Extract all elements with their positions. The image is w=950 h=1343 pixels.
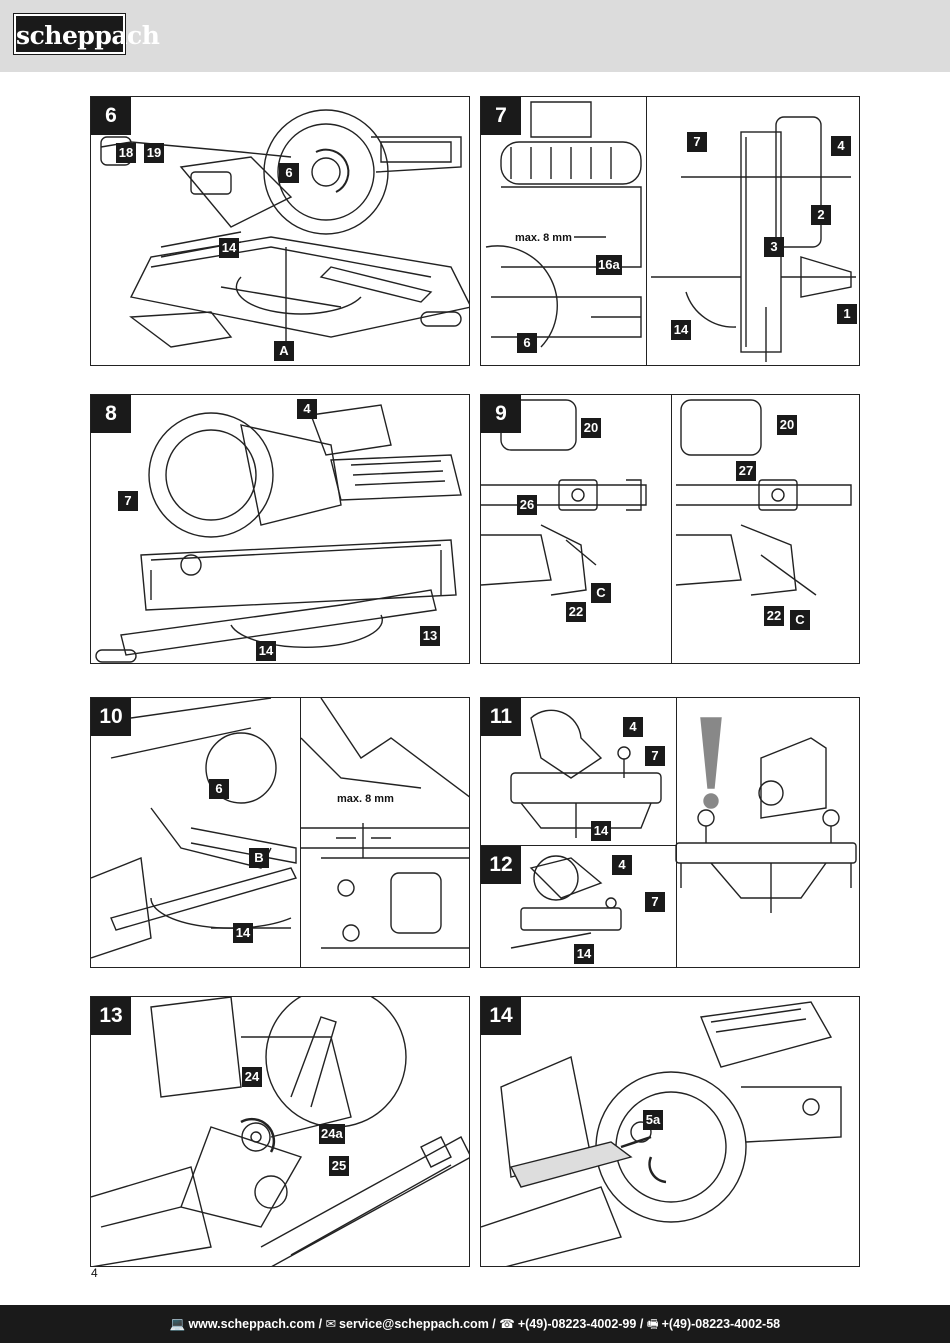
label-20: 20 bbox=[581, 418, 601, 438]
label-27: 27 bbox=[736, 461, 756, 481]
label-6: 6 bbox=[517, 333, 537, 353]
figure-13-number: 13 bbox=[91, 997, 131, 1035]
max-gap-note: max. 8 mm bbox=[513, 232, 574, 244]
label-7: 7 bbox=[118, 491, 138, 511]
label-4: 4 bbox=[297, 399, 317, 419]
label-4: 4 bbox=[612, 855, 632, 875]
figure-7-divider bbox=[646, 97, 647, 365]
figure-8: 8 4 7 13 14 bbox=[90, 394, 470, 664]
email-link[interactable]: service@scheppach.com bbox=[339, 1317, 489, 1331]
label-4: 4 bbox=[623, 717, 643, 737]
figure-10-number: 10 bbox=[91, 698, 131, 736]
label-18: 18 bbox=[116, 143, 136, 163]
figure-6-illustration bbox=[100, 109, 469, 348]
label-2: 2 bbox=[811, 205, 831, 225]
fax-number: +(49)-08223-4002-58 bbox=[661, 1317, 781, 1331]
label-24: 24 bbox=[242, 1067, 262, 1087]
label-4: 4 bbox=[831, 136, 851, 156]
label-14: 14 bbox=[233, 923, 253, 943]
footer-separator: / bbox=[318, 1317, 323, 1331]
figure-14-number: 14 bbox=[481, 997, 521, 1035]
label-7: 7 bbox=[645, 746, 665, 766]
figure-14-illustration bbox=[481, 1001, 842, 1266]
label-A: A bbox=[274, 341, 294, 361]
page-footer: 💻www.scheppach.com / ✉service@scheppach.… bbox=[0, 1305, 950, 1343]
figure-7-number: 7 bbox=[481, 97, 521, 135]
envelope-icon: ✉ bbox=[325, 1317, 337, 1331]
footer-separator: / bbox=[639, 1317, 644, 1331]
max-gap-note: max. 8 mm bbox=[335, 793, 396, 805]
telephone-icon: ☎ bbox=[499, 1317, 515, 1331]
figure-8-number: 8 bbox=[91, 395, 131, 433]
page-header: scheppach bbox=[0, 0, 950, 72]
figure-10-illustration bbox=[91, 698, 469, 959]
label-3: 3 bbox=[764, 237, 784, 257]
figure-6: 6 18 19 6 14 A bbox=[90, 96, 470, 366]
label-22: 22 bbox=[764, 606, 784, 626]
website-link[interactable]: www.scheppach.com bbox=[188, 1317, 316, 1331]
scheppach-logo: scheppach bbox=[13, 13, 160, 55]
figure-10: 10 max. 8 mm 6 B 14 bbox=[90, 697, 470, 968]
figure-12-number: 12 bbox=[481, 846, 521, 884]
label-1: 1 bbox=[837, 304, 857, 324]
figure-11-12-illustration bbox=[510, 709, 857, 949]
figure-11-number: 11 bbox=[481, 698, 521, 736]
figure-13-illustration bbox=[91, 997, 469, 1266]
label-22: 22 bbox=[566, 602, 586, 622]
label-24a: 24a bbox=[319, 1124, 345, 1144]
label-14: 14 bbox=[574, 944, 594, 964]
figure-6-number: 6 bbox=[91, 97, 131, 135]
fax-icon: 🖷 bbox=[646, 1317, 659, 1331]
label-14: 14 bbox=[256, 641, 276, 661]
figure-8-illustration bbox=[95, 404, 462, 663]
figure-9: 9 20 26 C 22 20 27 22 C bbox=[480, 394, 860, 664]
figure-11-12-divider bbox=[676, 698, 677, 967]
label-6: 6 bbox=[279, 163, 299, 183]
label-14: 14 bbox=[591, 821, 611, 841]
figure-10-divider bbox=[300, 698, 301, 967]
figure-11-12-hdivider bbox=[481, 845, 676, 846]
label-B: B bbox=[249, 848, 269, 868]
figure-9-divider bbox=[671, 395, 672, 663]
figure-7: 7 max. 8 mm 16a 6 7 4 2 3 14 1 bbox=[480, 96, 860, 366]
page-number: 4 bbox=[91, 1266, 98, 1280]
figure-14: 14 5a bbox=[480, 996, 860, 1267]
label-25: 25 bbox=[329, 1156, 349, 1176]
label-6: 6 bbox=[209, 779, 229, 799]
label-14: 14 bbox=[671, 320, 691, 340]
label-C: C bbox=[591, 583, 611, 603]
phone-number: +(49)-08223-4002-99 bbox=[517, 1317, 637, 1331]
label-C: C bbox=[790, 610, 810, 630]
label-20: 20 bbox=[777, 415, 797, 435]
label-19: 19 bbox=[144, 143, 164, 163]
label-16a: 16a bbox=[596, 255, 622, 275]
label-13: 13 bbox=[420, 626, 440, 646]
figure-9-number: 9 bbox=[481, 395, 521, 433]
computer-icon: 💻 bbox=[169, 1317, 186, 1331]
figure-13: 13 24 24a 25 bbox=[90, 996, 470, 1267]
footer-separator: / bbox=[492, 1317, 496, 1331]
label-5a: 5a bbox=[643, 1110, 663, 1130]
label-7: 7 bbox=[645, 892, 665, 912]
figure-11-12: 11 4 7 14 12 4 7 14 bbox=[480, 697, 860, 968]
label-26: 26 bbox=[517, 495, 537, 515]
label-7: 7 bbox=[687, 132, 707, 152]
label-14: 14 bbox=[219, 238, 239, 258]
